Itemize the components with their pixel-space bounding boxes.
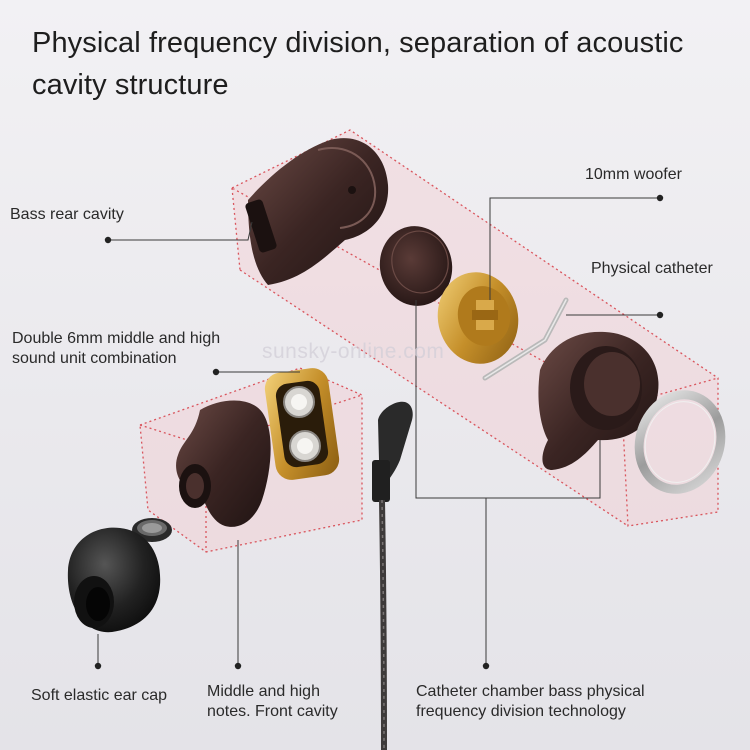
dual-driver-icon	[264, 368, 340, 480]
leader-dots	[94, 194, 664, 670]
front-shell-icon	[538, 331, 659, 470]
nozzle-shell-icon	[176, 400, 271, 527]
label-front-cavity-line2: notes. Front cavity	[207, 703, 338, 720]
label-catheter-chamber-line2: frequency division technology	[416, 703, 626, 720]
label-physical-catheter: Physical catheter	[591, 260, 713, 277]
woofer-disc-icon	[379, 226, 453, 306]
watermark: sunsky-online.com	[262, 340, 445, 363]
catheter-tube-icon	[482, 297, 569, 381]
page-title: Physical frequency division, separation …	[32, 27, 684, 101]
rear-shell-icon	[245, 138, 389, 285]
label-10mm-woofer: 10mm woofer	[585, 166, 682, 183]
label-front-cavity-line1: Middle and high	[207, 683, 320, 700]
label-soft-elastic-ear-cap: Soft elastic ear cap	[31, 687, 168, 704]
gold-driver-icon	[437, 272, 519, 364]
metal-ring-icon	[634, 390, 726, 494]
leader-lines	[97, 197, 660, 666]
label-catheter-chamber-line1: Catheter chamber bass physical	[416, 683, 645, 700]
label-bass-rear-cavity: Bass rear cavity	[10, 206, 124, 223]
mesh-filter-icon	[132, 518, 172, 542]
label-double-6mm-line2: sound unit combination	[12, 350, 177, 367]
ear-cap-icon	[67, 527, 161, 633]
label-double-6mm-line1: Double 6mm middle and high	[12, 330, 221, 347]
cable-icon	[372, 401, 413, 750]
